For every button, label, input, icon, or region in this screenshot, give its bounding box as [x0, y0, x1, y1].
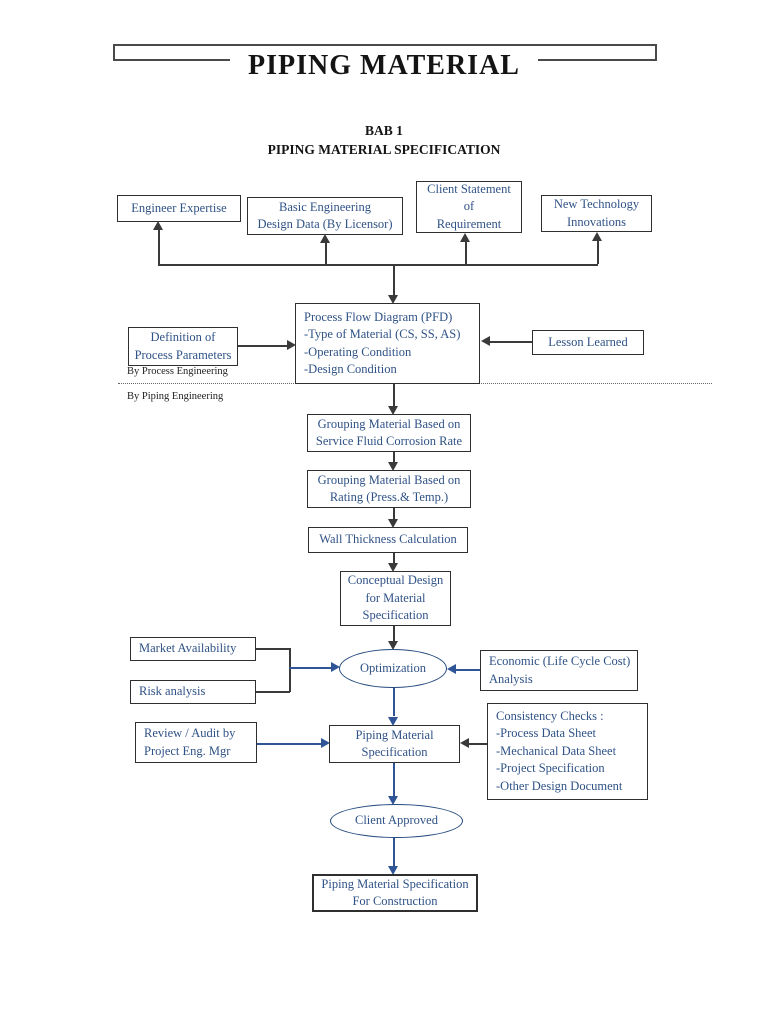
label-by-process-engineering: By Process Engineering [127, 366, 228, 377]
arrowhead-left-icon [460, 738, 469, 748]
connector-line [393, 384, 395, 407]
connector-line [393, 688, 395, 716]
arrowhead-down-icon [388, 462, 398, 471]
arrowhead-left-icon [447, 664, 456, 674]
node-conceptual-design: Conceptual Design for Material Specifica… [340, 571, 451, 626]
arrowhead-down-icon [388, 717, 398, 726]
arrowhead-up-icon [153, 221, 163, 230]
connector-line [289, 648, 291, 692]
node-new-technology: New Technology Innovations [541, 195, 652, 232]
arrowhead-right-icon [331, 662, 340, 672]
node-piping-material-specification: Piping Material Specification [329, 725, 460, 763]
arrowhead-up-icon [592, 232, 602, 241]
connector-line [465, 238, 467, 264]
node-client-approved-ellipse: Client Approved [330, 804, 463, 838]
arrowhead-up-icon [460, 233, 470, 242]
node-grouping-corrosion: Grouping Material Based on Service Fluid… [307, 414, 471, 452]
arrowhead-down-icon [388, 295, 398, 304]
arrowhead-up-icon [320, 234, 330, 243]
arrowhead-down-icon [388, 563, 398, 572]
connector-line [393, 553, 395, 564]
connector-line [158, 264, 598, 266]
connector-line [257, 743, 322, 745]
connector-line [325, 239, 327, 264]
node-grouping-rating: Grouping Material Based on Rating (Press… [307, 470, 471, 508]
connector-line [393, 838, 395, 866]
connector-line [455, 669, 480, 671]
node-consistency-checks: Consistency Checks : -Process Data Sheet… [487, 703, 648, 800]
node-client-statement: Client Statement of Requirement [416, 181, 522, 233]
node-final-specification: Piping Material Specification For Constr… [312, 874, 478, 912]
arrowhead-down-icon [388, 796, 398, 805]
node-economic-analysis: Economic (Life Cycle Cost) Analysis [480, 650, 638, 691]
node-risk-analysis: Risk analysis [130, 680, 256, 704]
node-engineer-expertise: Engineer Expertise [117, 195, 241, 222]
label-by-piping-engineering: By Piping Engineering [127, 391, 224, 402]
connector-line [256, 648, 290, 650]
node-lesson-learned: Lesson Learned [532, 330, 644, 355]
node-wall-thickness: Wall Thickness Calculation [308, 527, 468, 553]
connector-line [256, 691, 290, 693]
connector-line [393, 452, 395, 463]
connector-line [393, 264, 395, 296]
connector-line [597, 238, 599, 264]
connector-line [489, 341, 532, 343]
node-optimization-ellipse: Optimization [339, 649, 447, 688]
node-basic-engineering: Basic Engineering Design Data (By Licens… [247, 197, 403, 235]
node-definition-process-parameters: Definition of Process Parameters [128, 327, 238, 366]
arrowhead-down-icon [388, 866, 398, 875]
page-title-text: PIPING MATERIAL [230, 50, 538, 82]
node-process-flow-diagram: Process Flow Diagram (PFD) -Type of Mate… [295, 303, 480, 384]
connector-line [393, 626, 395, 642]
connector-line [468, 743, 487, 745]
page-title: PIPING MATERIAL [0, 50, 768, 82]
connector-line [393, 763, 395, 798]
arrowhead-down-icon [388, 641, 398, 650]
node-market-availability: Market Availability [130, 637, 256, 661]
arrowhead-down-icon [388, 519, 398, 528]
chapter-heading: BAB 1 PIPING MATERIAL SPECIFICATION [267, 123, 501, 157]
arrowhead-right-icon [287, 340, 296, 350]
connector-line [158, 226, 160, 264]
arrowhead-right-icon [321, 738, 330, 748]
node-review-audit: Review / Audit by Project Eng. Mgr [135, 722, 257, 763]
arrowhead-down-icon [388, 406, 398, 415]
arrowhead-left-icon [481, 336, 490, 346]
connector-line [238, 345, 287, 347]
connector-line [289, 667, 332, 669]
connector-line [393, 508, 395, 520]
